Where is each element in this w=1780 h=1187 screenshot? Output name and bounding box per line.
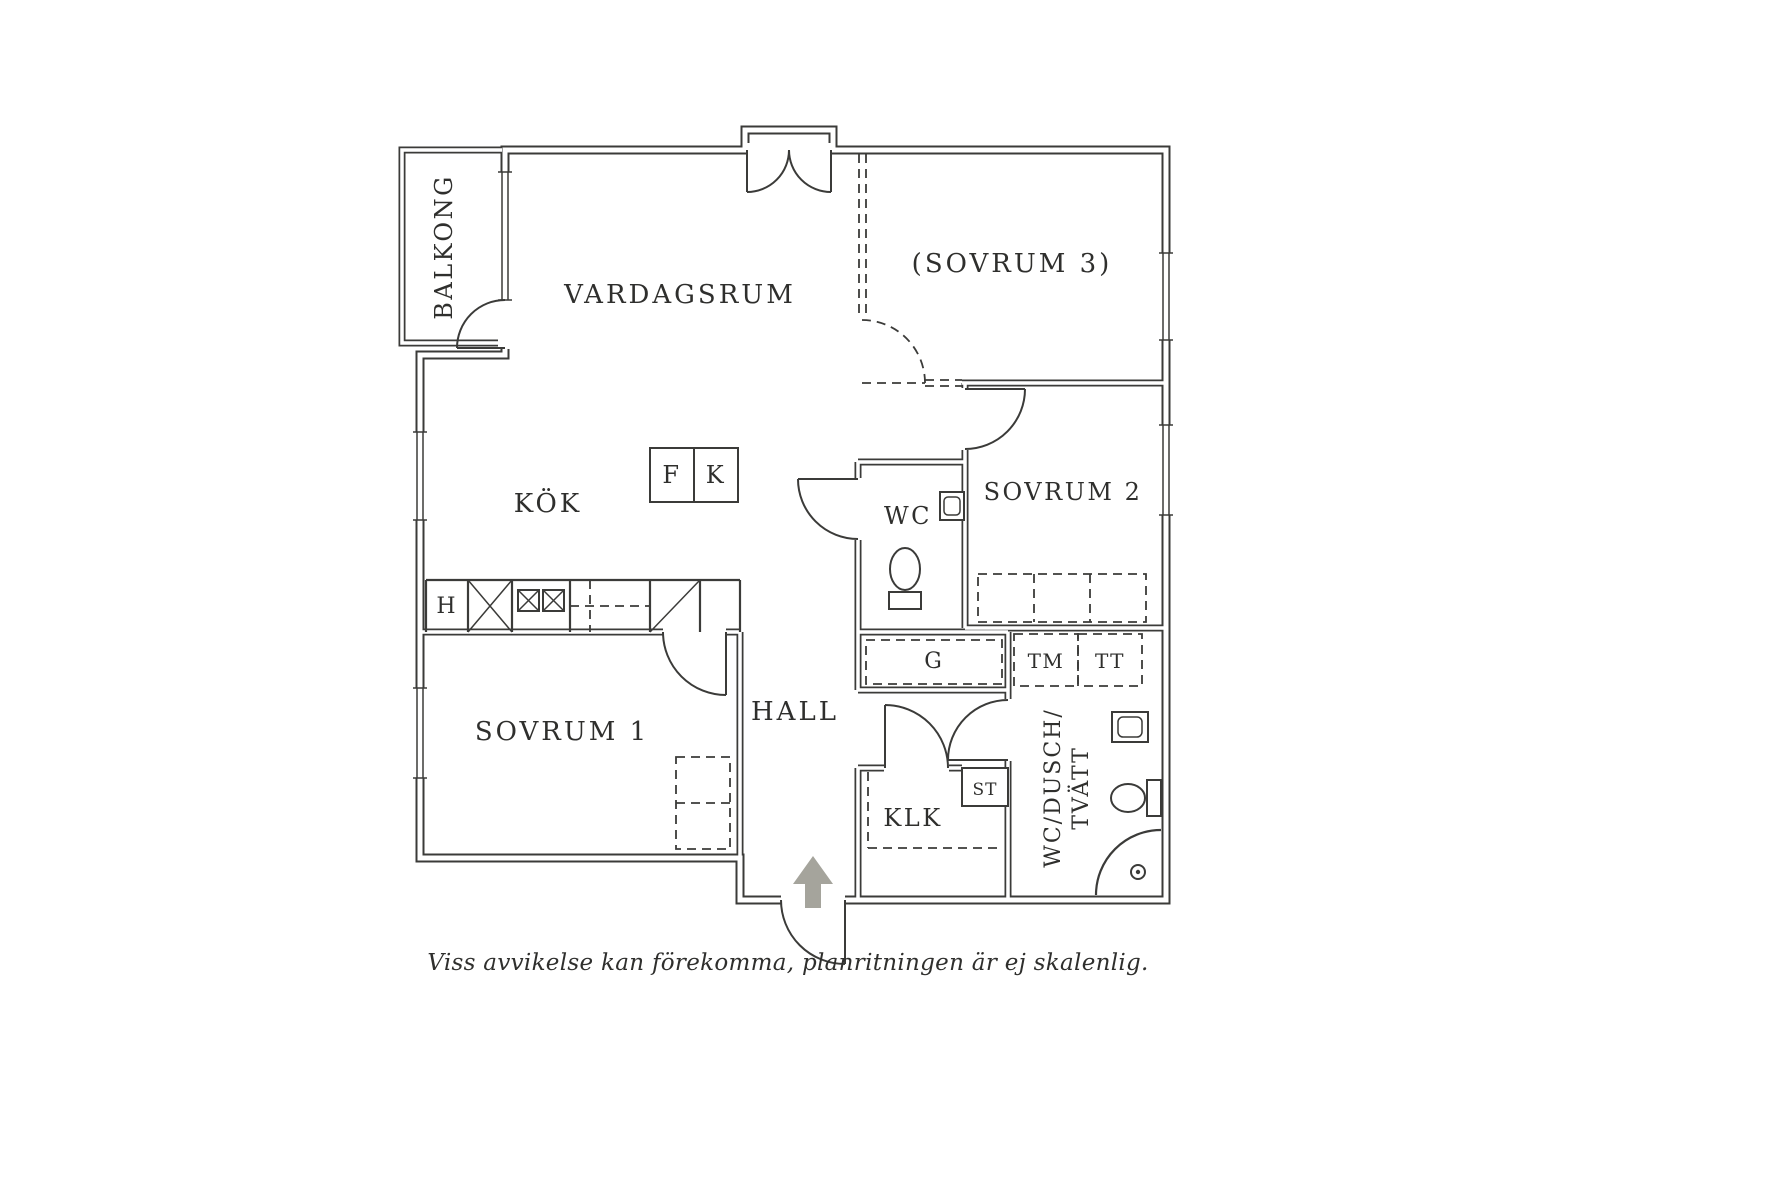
sovrum3-optional-door-icon <box>861 319 926 384</box>
shower-enclosure-icon <box>1094 828 1162 896</box>
entrance-door-icon <box>780 899 846 965</box>
wc-fixtures <box>888 491 965 610</box>
opening-window-kok <box>413 432 427 520</box>
shower-drain-icon <box>1135 869 1141 875</box>
sovrum1-door-icon <box>662 631 727 696</box>
wardrobe-sovrum2 <box>977 573 1147 623</box>
washer-tm-box <box>1013 633 1079 687</box>
sink-unit-icon <box>467 579 513 633</box>
opening-balcony-door <box>498 299 512 349</box>
window-sovrum3-icon <box>1159 252 1173 341</box>
exterior-walls-inner <box>417 127 1169 903</box>
opening-bathroom-door <box>1001 699 1015 761</box>
klk-door-icon <box>884 704 949 769</box>
fixture-label-h: H <box>436 594 457 619</box>
disclaimer-text: Viss avvikelse kan förekomma, planritnin… <box>427 950 1148 976</box>
window-sovrum2-icon <box>1159 424 1173 516</box>
toilet-bowl-icon <box>889 547 921 591</box>
opening-sovrum1-door <box>663 625 726 639</box>
wardrobe-sovrum1 <box>675 756 731 850</box>
room-label-balkong: BALKONG <box>430 174 458 320</box>
balcony-door-icon <box>456 299 506 349</box>
fixture-label-f: F <box>662 461 681 489</box>
room-label-sovrum1: SOVRUM 1 <box>475 717 649 747</box>
stove-icon <box>517 589 565 612</box>
double-door-top-icon <box>746 149 832 193</box>
room-label-wc-dusch-line2: TVÄTT <box>1067 746 1094 830</box>
bath-sink-basin-icon <box>1117 716 1143 738</box>
fixture-label-tm: TM <box>1028 649 1065 673</box>
opening-wc-door <box>851 478 865 540</box>
sovrum3-optional-wall <box>858 154 962 387</box>
window-kok-icon <box>413 431 427 521</box>
bathroom-fixtures <box>1094 711 1162 896</box>
walls <box>398 125 1171 905</box>
windows <box>413 171 1173 779</box>
opening-window-sovrum2 <box>1159 425 1173 515</box>
fixture-labels: F K H G TM TT ST <box>436 461 1125 800</box>
dishwasher-icon <box>649 579 701 633</box>
room-labels: VARDAGSRUM (SOVRUM 3) BALKONG KÖK WC SOV… <box>430 174 1143 868</box>
window-sovrum1-icon <box>413 687 427 779</box>
room-label-vardagsrum: VARDAGSRUM <box>563 280 796 310</box>
doors <box>456 149 1026 965</box>
room-label-kok: KÖK <box>514 487 582 519</box>
room-label-hall: HALL <box>751 697 839 727</box>
room-label-wc: WC <box>884 502 932 530</box>
room-label-wc-dusch-line1: WC/DUSCH/ <box>1041 708 1066 868</box>
room-label-sovrum3: (SOVRUM 3) <box>912 249 1113 279</box>
dryer-tt-box <box>1077 633 1143 687</box>
balcony-walls-inner <box>400 148 502 345</box>
counter-dashed-divisions <box>570 580 650 632</box>
room-label-sovrum2: SOVRUM 2 <box>984 478 1143 506</box>
wc-door-icon <box>797 478 859 540</box>
fixture-label-tt: TT <box>1095 649 1125 673</box>
toilet-tank-icon <box>888 591 922 610</box>
window-vardagsrum-icon <box>498 171 512 301</box>
counter-outline <box>424 578 742 632</box>
opening-window-sovrum3 <box>1159 253 1173 340</box>
dashed-elements <box>570 154 1147 850</box>
fixture-label-k: K <box>706 461 726 489</box>
opening-sovrum2-door <box>958 388 972 450</box>
fixture-label-st: ST <box>973 780 998 800</box>
sovrum2-door-icon <box>964 388 1026 450</box>
klk-shelves <box>867 772 1002 849</box>
fridge-freezer-cabinet <box>649 447 739 503</box>
room-label-klk: KLK <box>883 804 942 832</box>
bath-toilet-bowl-icon <box>1110 783 1146 813</box>
fixture-label-g: G <box>924 649 944 674</box>
st-closet-box <box>961 767 1009 807</box>
interior-walls-inner <box>420 381 1166 900</box>
wardrobe-g-box <box>865 639 1003 685</box>
opening-window-sovrum1 <box>413 688 427 778</box>
opening-window-vardagsrum <box>498 172 512 300</box>
opening-klk-door <box>884 761 949 775</box>
bathroom-door-icon <box>947 699 1009 761</box>
wc-sink-basin-icon <box>943 496 961 516</box>
entrance-arrow-icon <box>793 856 833 908</box>
kitchen-counter <box>424 447 742 633</box>
bath-toilet-tank-icon <box>1146 779 1162 817</box>
